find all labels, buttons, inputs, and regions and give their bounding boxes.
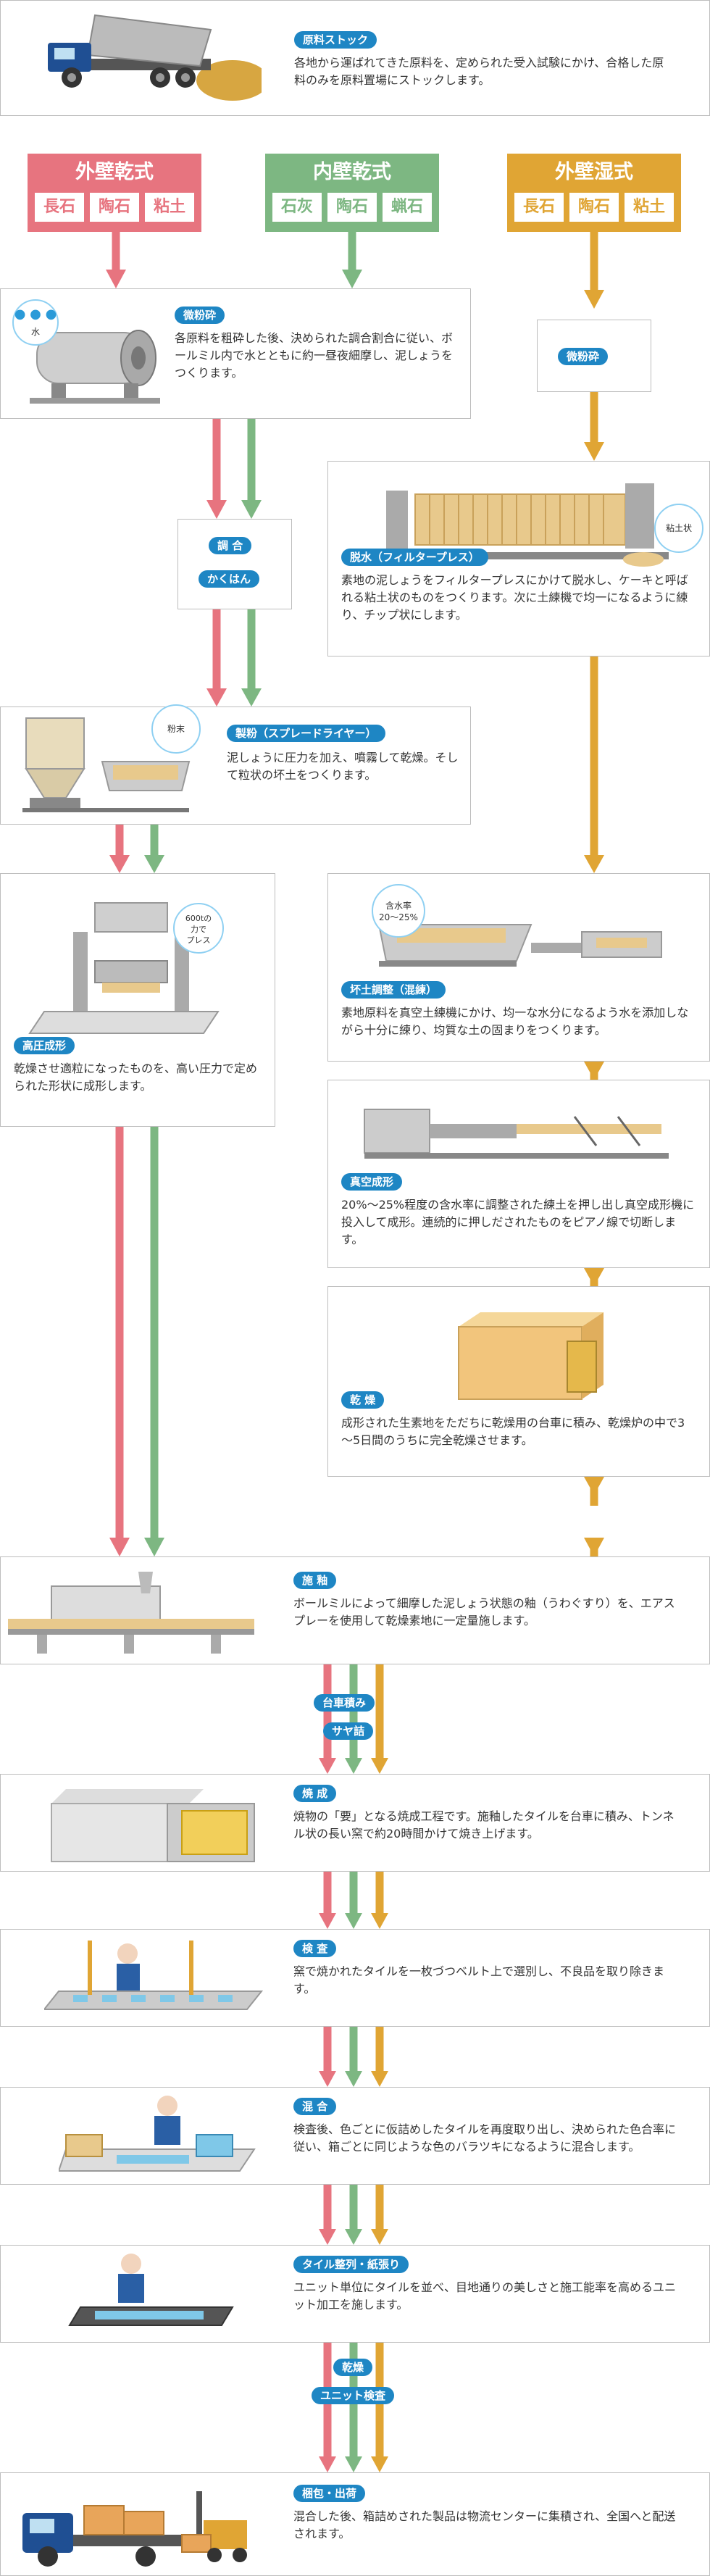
glaze-title: 施 釉 bbox=[293, 1572, 337, 1589]
dryer-kiln-icon bbox=[458, 1312, 604, 1400]
arrange-step: タイル整列・紙張り ユニット単位にタイルを並べ、目地通りの美しさと施工能率を高め… bbox=[0, 2245, 710, 2343]
drying-desc: 成形された生素地をただちに乾燥用の台車に積み、乾燥炉の中で3～5日間のうちに完全… bbox=[341, 1416, 685, 1447]
press-step: 600tの 力で プレス 高圧成形 乾燥させ適粒になったものを、高い圧力で定めら… bbox=[0, 873, 275, 1127]
mix-step: 調 合 かくはん bbox=[178, 519, 292, 609]
inspect-step: 検 査 窯で焼かれたタイルを一枚づつベルト上で選別し、不良品を取り除きます。 bbox=[0, 1929, 710, 2027]
category-inner-dry: 内壁乾式 石灰 陶石 蝋石 bbox=[265, 154, 439, 232]
glaze-step: 施 釉 ボールミルによって細摩した泥しょう状態の釉（うわぐすり）を、エアスプレー… bbox=[0, 1556, 710, 1664]
kneading-title: 坏土調整（混練） bbox=[341, 981, 446, 999]
dewater-step: 粘土状 脱水（フィルタープレス） 素地の泥しょうをフィルタープレスにかけて脱水し… bbox=[327, 461, 710, 656]
firing-title: 焼 成 bbox=[293, 1785, 337, 1802]
inspect-title: 検 査 bbox=[293, 1940, 337, 1957]
spray-title: 製粉（スプレードライヤー） bbox=[227, 725, 385, 742]
press-desc: 乾燥させ適粒になったものを、高い圧力で定められた形状に成形します。 bbox=[14, 1062, 258, 1093]
inspection-line-icon bbox=[44, 1941, 264, 2010]
stock-step: 原料ストック 各地から運ばれてきた原料を、定められた受入試験にかけ、合格した原料… bbox=[0, 0, 710, 116]
dry-label: 乾燥 bbox=[333, 2359, 373, 2376]
fine-crush-step: ● ● ● 水 微粉砕 各原料を粗砕した後、決められた調合割合に従い、ボールミル… bbox=[0, 288, 471, 419]
spray-dryer-icon bbox=[22, 717, 191, 812]
category-outer-dry: 外壁乾式 長石 陶石 粘土 bbox=[28, 154, 201, 232]
cart-loading-label: 台車積み bbox=[314, 1694, 375, 1712]
firing-step: 焼 成 焼物の「要」となる焼成工程です。施釉したタイルを台車に積み、トンネル状の… bbox=[0, 1774, 710, 1872]
arrange-title: タイル整列・紙張り bbox=[293, 2256, 409, 2273]
mix-label: 調 合 bbox=[209, 537, 252, 554]
kiln-icon bbox=[51, 1789, 255, 1862]
inspect-desc: 窯で焼かれたタイルを一枚づつベルト上で選別し、不良品を取り除きます。 bbox=[293, 1964, 665, 1996]
category-name: 外壁乾式 bbox=[75, 161, 154, 183]
powder-badge: 粉末 bbox=[151, 704, 201, 754]
moisture-badge-line: 20～25% bbox=[379, 912, 418, 922]
category-outer-wet: 外壁湿式 長石 陶石 粘土 bbox=[507, 154, 681, 232]
pack-desc: 混合した後、箱詰めされた製品は物流センターに集積され、全国へと配送されます。 bbox=[293, 2509, 676, 2540]
vacuum-title: 真空成形 bbox=[341, 1173, 403, 1191]
press-title: 高圧成形 bbox=[14, 1037, 75, 1054]
fine-crush-wet-title: 微粉砕 bbox=[558, 348, 609, 365]
blending-icon bbox=[59, 2096, 256, 2172]
glaze-desc: ボールミルによって細摩した泥しょう状態の釉（うわぐすり）を、エアスプレーを使用し… bbox=[293, 1596, 675, 1627]
vacuum-step: 真空成形 20%～25%程度の含水率に調整された練土を押し出し真空成形機に投入し… bbox=[327, 1080, 710, 1268]
glaze-line-icon bbox=[8, 1572, 254, 1654]
category-name: 外壁湿式 bbox=[555, 161, 633, 183]
filter-press-icon bbox=[379, 483, 669, 567]
spray-step: 粉末 製粉（スプレードライヤー） 泥しょうに圧力を加え、噴霧して乾燥。そして粒状… bbox=[0, 704, 471, 825]
clay-badge: 粘土状 bbox=[654, 504, 703, 553]
vacuum-desc: 20%～25%程度の含水率に調整された練土を押し出し真空成形機に投入して成形。連… bbox=[341, 1198, 695, 1246]
pack-step: 梱包・出荷 混合した後、箱詰めされた製品は物流センターに集積され、全国へと配送さ… bbox=[0, 2472, 710, 2576]
extruder-icon bbox=[364, 1109, 669, 1159]
category-name: 内壁乾式 bbox=[313, 161, 391, 183]
kneading-step: 含水率 20～25% 坏土調整（混練） 素地原料を真空土練機にかけ、均一な水分に… bbox=[327, 873, 710, 1062]
blend-step: 混 合 検査後、色ごとに仮詰めしたタイルを再度取り出し、決められた色合率に従い、… bbox=[0, 2087, 710, 2185]
material-label: 陶石 bbox=[569, 193, 619, 222]
material-label: 長石 bbox=[35, 193, 84, 222]
water-label: 水 bbox=[30, 327, 40, 337]
stir-label: かくはん bbox=[199, 570, 260, 588]
fine-crush-title: 微粉砕 bbox=[175, 307, 225, 324]
pack-title: 梱包・出荷 bbox=[293, 2485, 366, 2502]
material-label: 粘土 bbox=[625, 193, 674, 222]
material-label: 陶石 bbox=[327, 193, 377, 222]
stock-desc: 各地から運ばれてきた原料を、定められた受入試験にかけ、合格した原料のみを原料置場… bbox=[294, 56, 664, 87]
powder-label: 粉末 bbox=[167, 724, 185, 734]
unit-inspect-label: ユニット検査 bbox=[312, 2387, 395, 2404]
drying-title: 乾 燥 bbox=[341, 1391, 385, 1409]
press-badge-line: プレス bbox=[186, 935, 211, 945]
dewater-desc: 素地の泥しょうをフィルタープレスにかけて脱水し、ケーキと呼ばれる粘土状のものをつ… bbox=[341, 573, 688, 622]
blend-title: 混 合 bbox=[293, 2098, 337, 2115]
water-badge: ● ● ● 水 bbox=[12, 299, 59, 346]
dump-truck-icon bbox=[48, 14, 262, 101]
pug-mill-icon bbox=[377, 924, 662, 967]
press-machine-icon bbox=[28, 902, 220, 1034]
sagger-label: サヤ詰 bbox=[323, 1722, 374, 1740]
arranging-icon bbox=[68, 2254, 234, 2326]
drying-step: 乾 燥 成形された生素地をただちに乾燥用の台車に積み、乾燥炉の中で3～5日間のう… bbox=[327, 1286, 710, 1477]
delivery-truck-icon bbox=[22, 2491, 247, 2567]
material-label: 陶石 bbox=[90, 193, 139, 222]
ball-mill-icon bbox=[30, 330, 160, 404]
press-badge-line: 600tの bbox=[185, 914, 212, 923]
moisture-badge-line: 含水率 bbox=[385, 901, 412, 911]
blend-desc: 検査後、色ごとに仮詰めしたタイルを再度取り出し、決められた色合率に従い、箱ごとに… bbox=[293, 2122, 677, 2154]
arrange-desc: ユニット単位にタイルを並べ、目地通りの美しさと施工能率を高めるユニット加工を施し… bbox=[293, 2280, 677, 2312]
dewater-title: 脱水（フィルタープレス） bbox=[341, 549, 488, 566]
material-label: 石灰 bbox=[272, 193, 322, 222]
firing-desc: 焼物の「要」となる焼成工程です。施釉したタイルを台車に積み、トンネル状の長い窯で… bbox=[293, 1809, 674, 1841]
moisture-badge: 含水率 20～25% bbox=[372, 884, 425, 938]
material-label: 粘土 bbox=[145, 193, 194, 222]
clay-label: 粘土状 bbox=[665, 523, 692, 533]
press-badge-line: 力で bbox=[191, 925, 206, 934]
fine-crush-desc: 各原料を粗砕した後、決められた調合割合に従い、ボールミル内で水とともに約一昼夜細… bbox=[175, 331, 454, 380]
kneading-desc: 素地原料を真空土練機にかけ、均一な水分になるよう水を添加しながら十分に練り、均質… bbox=[341, 1006, 689, 1037]
press-badge: 600tの 力で プレス bbox=[173, 903, 224, 954]
material-label: 長石 bbox=[514, 193, 564, 222]
water-drop-icon: ● ● ● bbox=[14, 307, 57, 322]
spray-desc: 泥しょうに圧力を加え、噴霧して乾燥。そして粒状の坏土をつくります。 bbox=[227, 751, 459, 782]
material-label: 蝋石 bbox=[383, 193, 432, 222]
fine-crush-wet-step: 微粉砕 bbox=[537, 320, 651, 392]
stock-title: 原料ストック bbox=[294, 31, 377, 49]
